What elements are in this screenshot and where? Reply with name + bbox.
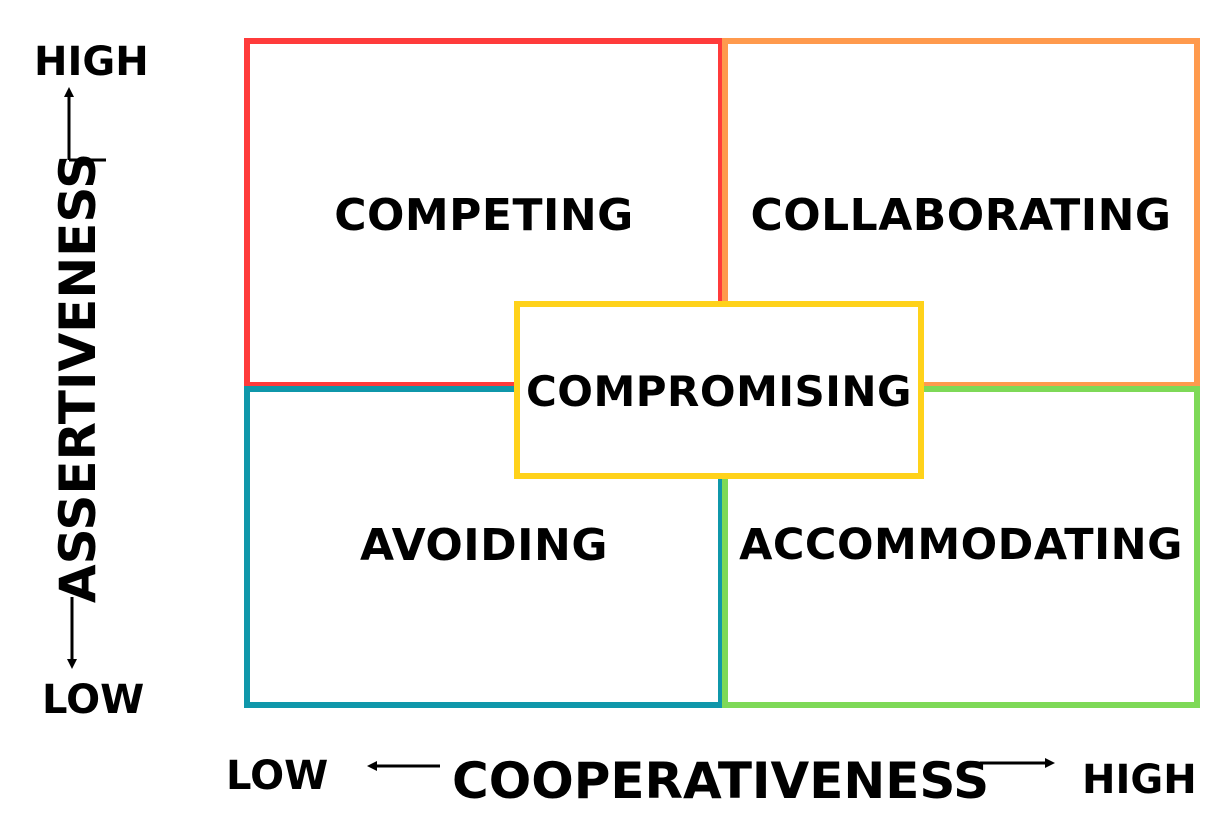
collaborating-label: COLLABORATING — [750, 190, 1172, 241]
collaborating-quadrant: COLLABORATING — [722, 38, 1200, 388]
competing-label: COMPETING — [334, 190, 634, 241]
y-axis-low-label: LOW — [42, 677, 145, 723]
accommodating-quadrant: ACCOMMODATING — [722, 386, 1200, 708]
compromising-label: COMPROMISING — [525, 367, 913, 416]
x-axis-low-label: LOW — [226, 753, 329, 799]
y-axis-title: ASSERTIVENESS — [49, 152, 107, 604]
competing-quadrant: COMPETING — [244, 38, 724, 388]
y-axis-high-label: HIGH — [34, 39, 149, 85]
avoiding-label: AVOIDING — [360, 520, 608, 571]
x-axis-title: COOPERATIVENESS — [452, 752, 990, 810]
avoiding-quadrant: AVOIDING — [244, 386, 724, 708]
compromising-box: COMPROMISING — [514, 301, 924, 479]
accommodating-label: ACCOMMODATING — [739, 520, 1183, 570]
x-axis-high-label: HIGH — [1082, 757, 1197, 803]
